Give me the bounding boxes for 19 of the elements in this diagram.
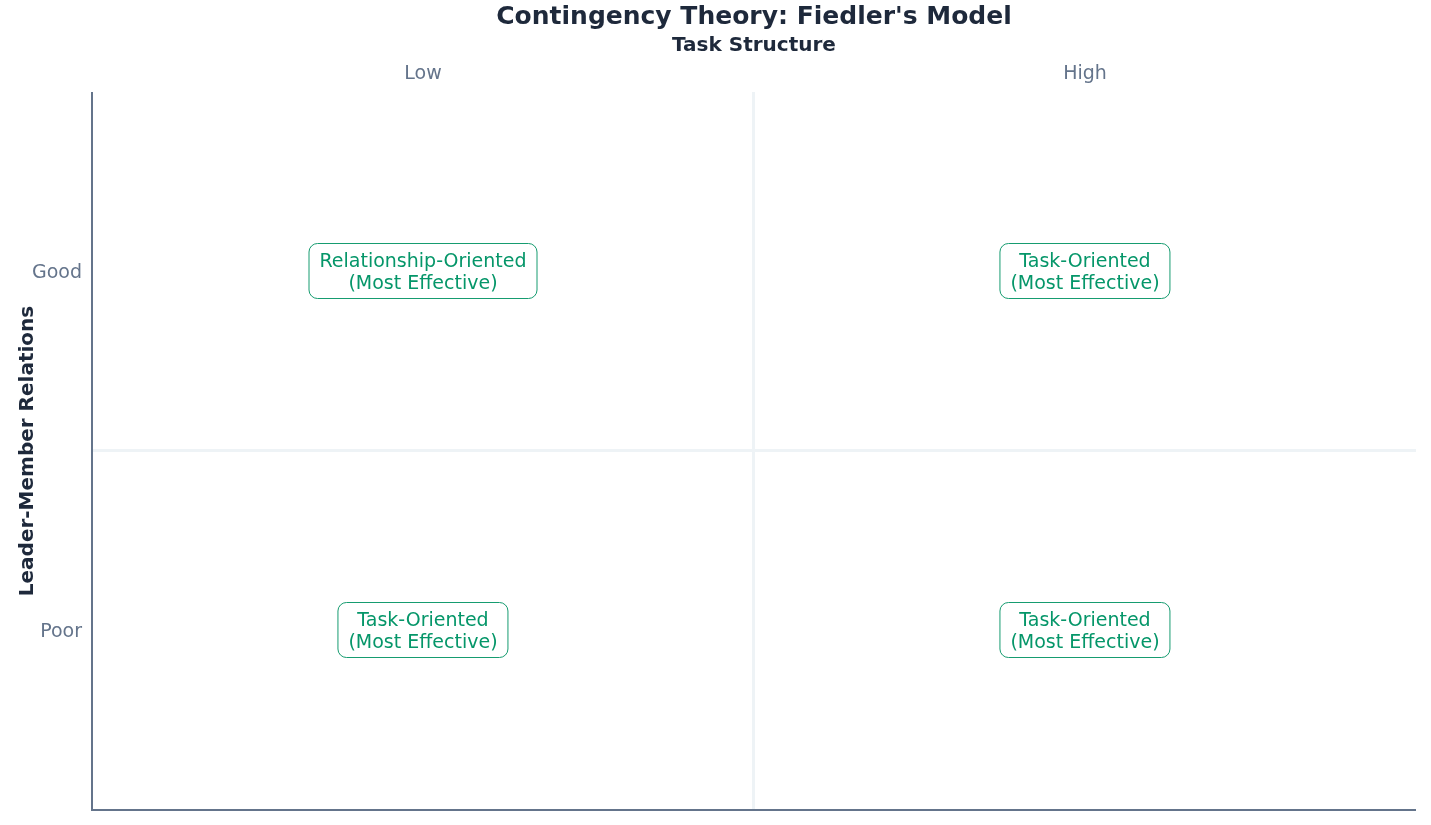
tick-label: High [1063, 60, 1107, 84]
style-label: Relationship-Oriented [319, 249, 527, 271]
strategy-box [337, 602, 509, 658]
strategy-box [308, 243, 538, 299]
style-label: Task-Oriented [1019, 608, 1151, 630]
style-label: Task-Oriented [357, 608, 489, 630]
note-text: (Most Effective) [348, 271, 498, 293]
style-label: Task-Oriented [1019, 249, 1151, 271]
tick-label: Low [404, 60, 442, 84]
tick-label: Poor [40, 618, 82, 642]
tick-label: Good [31, 259, 82, 283]
note-text: (Most Effective) [1010, 630, 1160, 652]
note-text: (Most Effective) [1010, 271, 1160, 293]
axis-title: Task Structure [672, 32, 836, 56]
chart-title: Contingency Theory: Fiedler's Model [496, 2, 1012, 30]
axis-title: Leader-Member Relations [14, 305, 38, 597]
strategy-box [999, 243, 1171, 299]
note-text: (Most Effective) [348, 630, 498, 652]
strategy-box [999, 602, 1171, 658]
